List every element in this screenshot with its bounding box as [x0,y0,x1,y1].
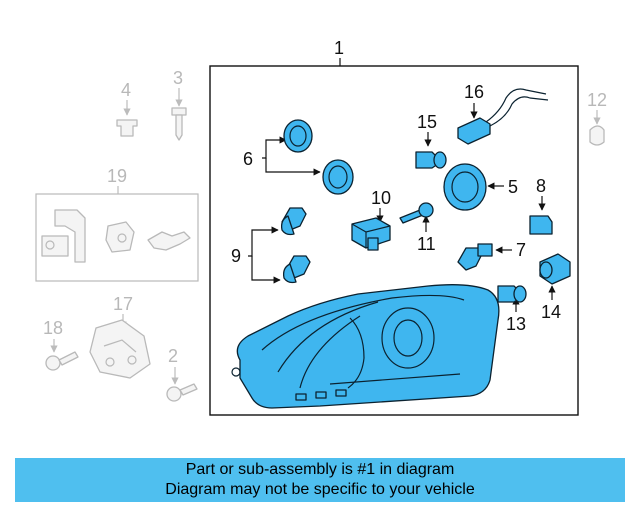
bolt-part-18[interactable]: 18 [43,318,79,371]
module-part-10[interactable]: 10 [351,188,391,251]
callout-18[interactable]: 18 [43,318,63,338]
callout-2[interactable]: 2 [168,346,178,366]
banner-line-2: Diagram may not be specific to your vehi… [165,481,475,498]
screw-part-2[interactable]: 2 [166,346,198,402]
callout-16[interactable]: 16 [464,82,484,102]
callout-17[interactable]: 17 [113,294,133,314]
small-bulb-part-15[interactable]: 15 [415,112,447,169]
cap-part-6[interactable]: 6 [243,119,354,195]
callout-1[interactable]: 1 [334,38,344,58]
screw-part-3[interactable]: 3 [171,68,187,141]
socket-harness-part-16[interactable]: 16 [457,82,549,145]
callout-8[interactable]: 8 [536,176,546,196]
small-bulb-part-13[interactable]: 13 [497,285,527,334]
bolt-part-11[interactable]: 11 [399,202,436,254]
bracket-kit-part-19[interactable]: 19 [35,166,199,282]
bulb-part-9[interactable]: 9 [231,207,311,284]
cap-part-5[interactable]: 5 [443,163,518,211]
bulb-part-7[interactable]: 7 [457,240,526,271]
callout-9[interactable]: 9 [231,246,241,266]
clip-part-12[interactable]: 12 [587,90,607,146]
callout-12[interactable]: 12 [587,90,607,110]
callout-15[interactable]: 15 [417,112,437,132]
info-banner: Part or sub-assembly is #1 in diagram Di… [15,458,625,502]
headlamp-assembly[interactable] [231,284,500,409]
assembly-frame [209,65,579,416]
callout-3[interactable]: 3 [173,68,183,88]
socket-part-14[interactable]: 14 [539,253,571,322]
callout-5[interactable]: 5 [508,177,518,197]
callout-4[interactable]: 4 [121,80,131,100]
banner-line-1: Part or sub-assembly is #1 in diagram [185,461,455,478]
callout-7[interactable]: 7 [516,240,526,260]
callout-13[interactable]: 13 [506,314,526,334]
callout-6[interactable]: 6 [243,149,253,169]
bracket-part-17[interactable]: 17 [89,294,151,379]
callout-10[interactable]: 10 [371,188,391,208]
grommet-part-4[interactable]: 4 [116,80,138,137]
callout-11[interactable]: 11 [417,234,436,254]
callout-14[interactable]: 14 [541,302,561,322]
socket-part-8[interactable]: 8 [529,176,553,235]
callout-19[interactable]: 19 [107,166,127,186]
